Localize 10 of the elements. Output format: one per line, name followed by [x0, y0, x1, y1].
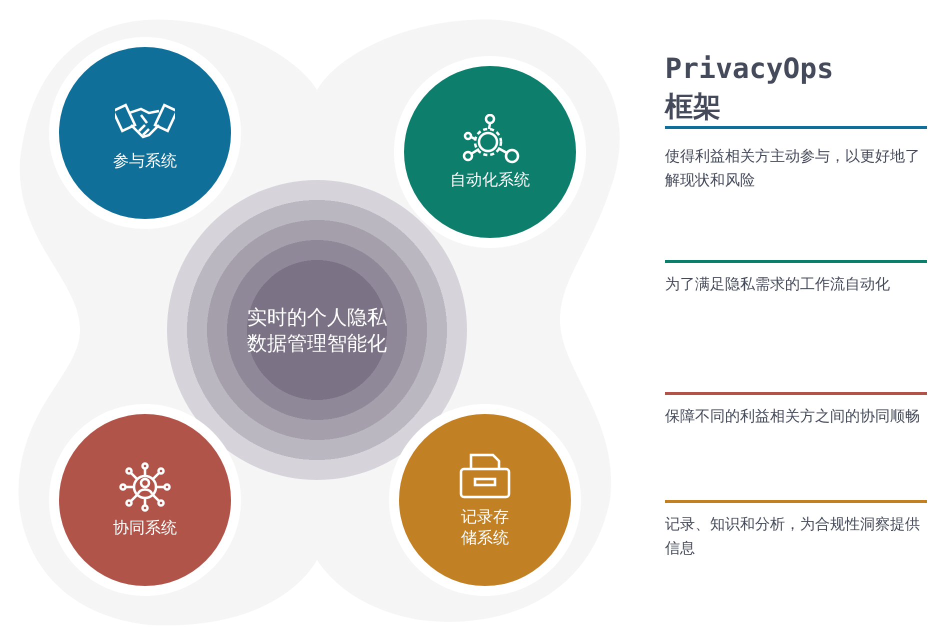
description-text: 使得利益相关方主动参与，以更好地了解现状和风险	[665, 146, 920, 191]
circle-label: 参与系统	[112, 150, 178, 172]
description-text: 保障不同的利益相关方之间的协同顺畅	[665, 406, 920, 427]
circle-label: 协同系统	[112, 518, 178, 538]
circle-label: 自动化系统	[449, 170, 531, 190]
title: PrivacyOps 框架	[665, 51, 835, 125]
circle-label: 记录存储系统	[460, 507, 510, 549]
description-text: 为了满足隐私需求的工作流自动化	[665, 274, 891, 295]
circle-label: 实时的个人隐私数据管理智能化	[246, 304, 388, 356]
description-text: 记录、知识和分析，为合规性洞察提供信息	[665, 514, 920, 559]
